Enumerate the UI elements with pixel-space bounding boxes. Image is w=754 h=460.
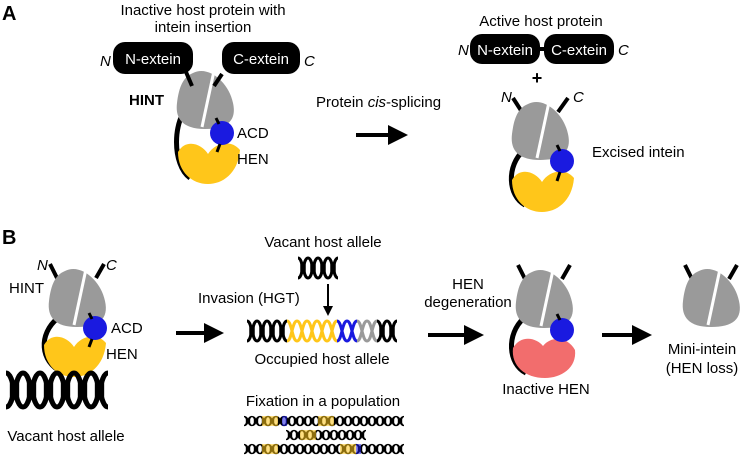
mini-intein-label-2: (HEN loss): [666, 360, 739, 377]
hint-label: HINT: [9, 280, 44, 297]
n-terminus-label: N: [100, 53, 111, 70]
panel-b-letter: B: [2, 227, 16, 249]
c-terminus-label: C: [618, 42, 629, 59]
n-terminus-label: N: [37, 257, 48, 274]
n-extein-label: N-extein: [477, 42, 533, 59]
n-terminus-label: N: [458, 42, 469, 59]
n-extein-pill: [470, 34, 540, 64]
vacant-allele-dna: [6, 373, 108, 407]
n-extein-pill: [113, 42, 193, 74]
hen-label: HEN: [106, 346, 138, 363]
hen-crescent: [512, 171, 574, 212]
inactive-protein-title-line1: Inactive host protein with: [120, 2, 285, 19]
excised-intein: N C: [501, 89, 584, 212]
excised-intein-label: Excised intein: [592, 144, 685, 161]
hen-label: HEN: [237, 151, 269, 168]
c-extein-label: C-extein: [551, 42, 607, 59]
acd-domain: [550, 318, 574, 342]
c-extein-label: C-extein: [233, 51, 289, 68]
inactive-hen-label: Inactive HEN: [502, 381, 590, 398]
acd-domain: [210, 121, 234, 145]
fixation-label: Fixation in a population: [246, 393, 400, 410]
acd-domain: [550, 149, 574, 173]
acd-domain: [83, 316, 107, 340]
c-extein-pill: [544, 34, 614, 64]
population-dna: [242, 415, 406, 455]
extein-junction: [536, 47, 546, 51]
hen-degeneration-label-1: HEN: [452, 276, 484, 293]
acd-label: ACD: [237, 125, 269, 142]
hint-domain: [175, 69, 236, 131]
invasion-label: Invasion (HGT): [198, 290, 300, 307]
c-terminus-label: C: [304, 53, 315, 70]
plus-sign: +: [532, 68, 543, 88]
hen-degeneration-label-2: degeneration: [424, 294, 512, 311]
n-extein-label: N-extein: [125, 51, 181, 68]
intein-with-hen: N C HINT ACD HEN: [9, 257, 143, 377]
occupied-allele-label: Occupied host allele: [254, 351, 389, 368]
mini-intein: [681, 264, 742, 329]
inactive-host-protein: N N-extein C-extein C HINT ACD HEN: [100, 42, 315, 184]
mini-intein-label-1: Mini-intein: [668, 341, 736, 358]
active-protein-title: Active host protein: [479, 13, 602, 30]
active-host-protein: N N-extein C-extein C: [458, 34, 629, 64]
panel-a-letter: A: [2, 3, 16, 25]
vacant-allele-dna-small: [296, 256, 340, 280]
hint-label: HINT: [129, 92, 164, 109]
acd-label: ACD: [111, 320, 143, 337]
occupied-allele-dna: [245, 319, 399, 343]
vacant-allele-label-top: Vacant host allele: [264, 234, 381, 251]
c-extein-pill: [222, 42, 300, 74]
intein-inactive-hen: [509, 264, 576, 378]
c-terminus-label: C: [573, 89, 584, 106]
inactive-protein-title-line2: intein insertion: [155, 19, 252, 36]
vacant-allele-label-left: Vacant host allele: [7, 428, 124, 445]
splicing-label: Protein cis-splicing: [316, 94, 441, 111]
c-terminus-label: C: [106, 257, 117, 274]
n-terminus-label: N: [501, 89, 512, 106]
